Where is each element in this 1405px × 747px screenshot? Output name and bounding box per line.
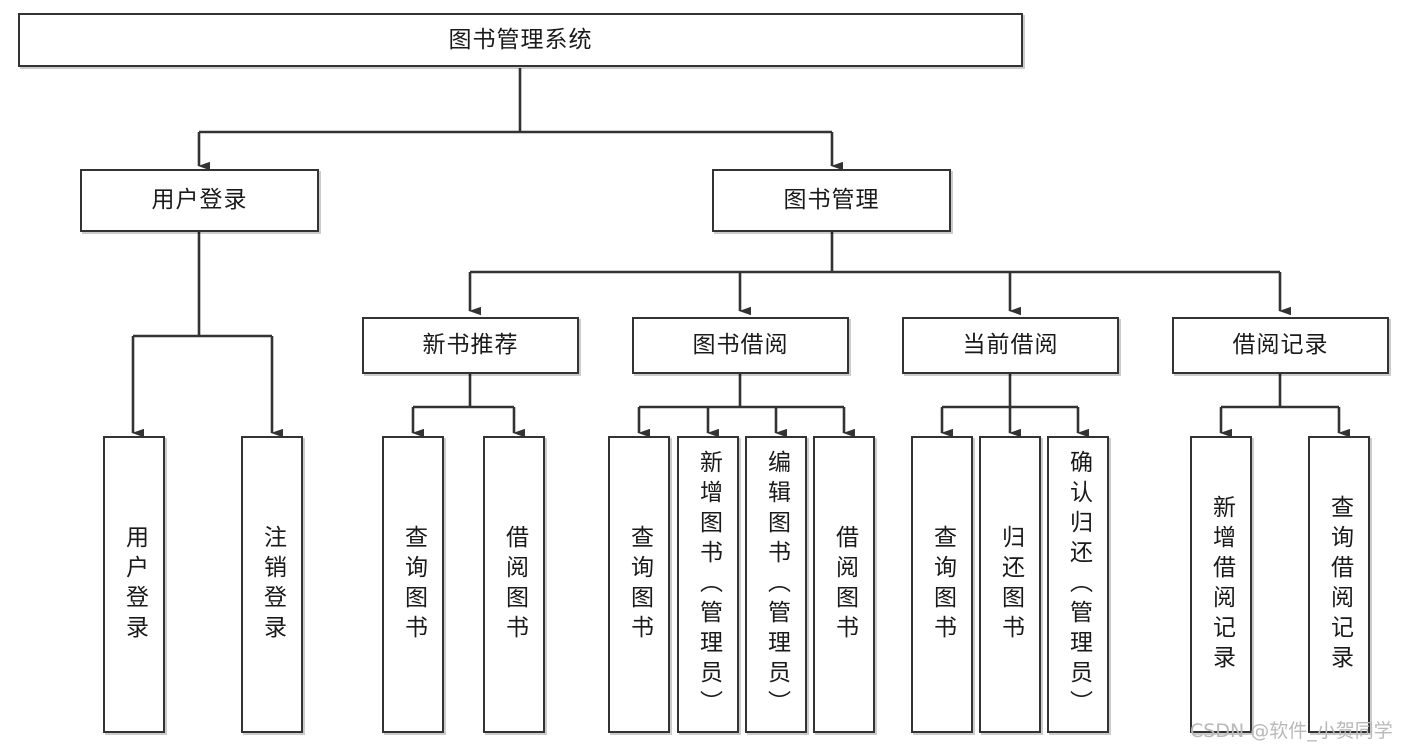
node-leaf-add-book-label: 新增图书（管理员） [695, 449, 722, 720]
node-leaf-query-book-3[interactable]: 查询图书 [911, 436, 973, 733]
node-leaf-borrow-book-2[interactable]: 借阅图书 [813, 436, 875, 733]
node-leaf-add-record[interactable]: 新增借阅记录 [1190, 436, 1252, 733]
node-new-book-recommend[interactable]: 新书推荐 [362, 317, 579, 374]
node-root-label: 图书管理系统 [448, 26, 593, 53]
node-leaf-query-book-2-label: 查询图书 [626, 524, 653, 645]
node-leaf-confirm-return-label: 确认归还（管理员） [1065, 449, 1092, 720]
node-leaf-return-book-label: 归还图书 [997, 524, 1024, 645]
node-book-management-label: 图书管理 [783, 187, 880, 213]
node-current-borrow-label: 当前借阅 [962, 332, 1059, 358]
node-book-borrow-label: 图书借阅 [692, 332, 789, 358]
node-leaf-borrow-book-1-label: 借阅图书 [501, 524, 528, 645]
csdn-watermark: CSDN @软件_小贺同学 [1190, 720, 1393, 742]
node-leaf-add-book[interactable]: 新增图书（管理员） [677, 436, 739, 733]
node-leaf-edit-book[interactable]: 编辑图书（管理员） [745, 436, 807, 733]
node-leaf-user-logout-label: 注销登录 [259, 524, 286, 645]
node-user-login[interactable]: 用户登录 [80, 169, 319, 232]
node-leaf-user-logout[interactable]: 注销登录 [241, 436, 303, 733]
node-leaf-query-record-label: 查询借阅记录 [1326, 494, 1353, 675]
node-leaf-return-book[interactable]: 归还图书 [979, 436, 1041, 733]
node-root[interactable]: 图书管理系统 [18, 13, 1023, 67]
node-leaf-edit-book-label: 编辑图书（管理员） [763, 449, 790, 720]
node-leaf-query-book-3-label: 查询图书 [929, 524, 956, 645]
node-leaf-query-book-2[interactable]: 查询图书 [608, 436, 670, 733]
node-leaf-borrow-book-2-label: 借阅图书 [831, 524, 858, 645]
node-leaf-user-login-label: 用户登录 [121, 524, 148, 645]
node-leaf-user-login[interactable]: 用户登录 [103, 436, 165, 733]
node-current-borrow[interactable]: 当前借阅 [902, 317, 1119, 374]
node-leaf-query-record[interactable]: 查询借阅记录 [1308, 436, 1370, 733]
node-book-borrow[interactable]: 图书借阅 [632, 317, 849, 374]
node-borrow-record-label: 借阅记录 [1232, 332, 1329, 358]
node-borrow-record[interactable]: 借阅记录 [1172, 317, 1389, 374]
node-book-management[interactable]: 图书管理 [712, 169, 951, 232]
node-user-login-label: 用户登录 [151, 187, 248, 213]
node-new-book-recommend-label: 新书推荐 [422, 332, 519, 358]
node-leaf-query-book-1-label: 查询图书 [400, 524, 427, 645]
node-leaf-query-book-1[interactable]: 查询图书 [382, 436, 444, 733]
node-leaf-borrow-book-1[interactable]: 借阅图书 [483, 436, 545, 733]
node-leaf-add-record-label: 新增借阅记录 [1208, 494, 1235, 675]
node-leaf-confirm-return[interactable]: 确认归还（管理员） [1047, 436, 1109, 733]
